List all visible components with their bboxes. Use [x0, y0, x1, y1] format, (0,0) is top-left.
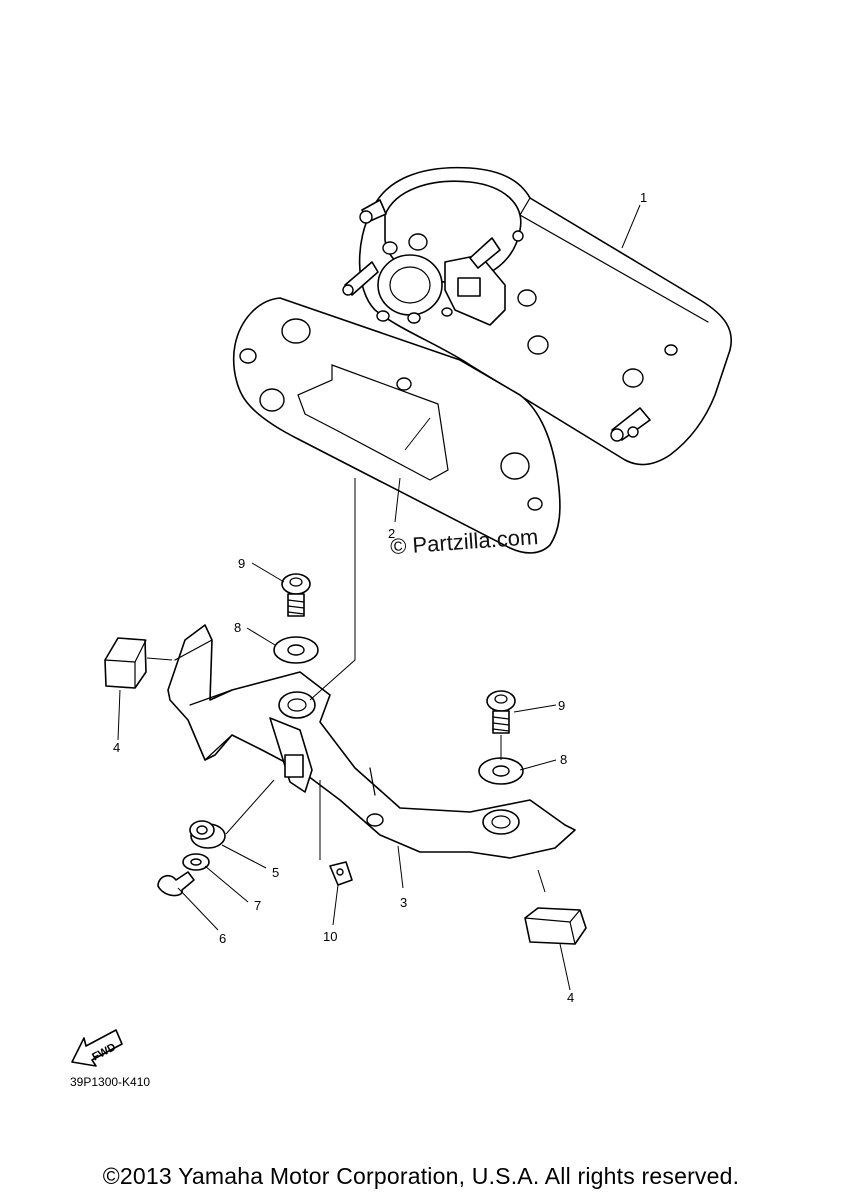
copyright-notice: ©2013 Yamaha Motor Corporation, U.S.A. A…	[102, 1163, 740, 1189]
meter-assembly	[342, 166, 732, 466]
watermark-text: © Partzilla.com	[389, 524, 539, 559]
damper-left	[104, 637, 147, 689]
callout-9-upper: 9	[238, 556, 245, 571]
callout-8-upper: 8	[234, 620, 241, 635]
fwd-arrow-icon: FWD	[71, 1029, 123, 1067]
bolt-upper	[281, 573, 311, 617]
damper-right	[524, 907, 587, 945]
grommet	[189, 820, 226, 849]
callout-9-right: 9	[558, 698, 565, 713]
meter-bracket	[167, 624, 576, 859]
callout-1: 1	[640, 190, 647, 205]
callout-2: 2	[388, 526, 395, 541]
screw	[157, 871, 195, 897]
callout-8-right: 8	[560, 752, 567, 767]
callout-10: 10	[323, 929, 337, 944]
callout-4-right: 4	[567, 990, 574, 1005]
drawing-code: 39P1300-K410	[70, 1075, 150, 1089]
washer-upper	[273, 636, 319, 664]
watermark: © Partzilla.com	[389, 524, 539, 559]
callout-numbers: 1 2 3 4 4 5 6 7 8 8 9 9 10	[113, 190, 647, 1005]
clip	[329, 861, 353, 886]
callout-3: 3	[400, 895, 407, 910]
callout-6: 6	[219, 931, 226, 946]
washer-right	[478, 757, 524, 785]
bolt-right	[486, 690, 516, 734]
assembly-lines	[225, 417, 502, 860]
callout-leaders	[117, 204, 641, 991]
callout-5: 5	[272, 865, 279, 880]
callout-4-left: 4	[113, 740, 120, 755]
meter-plate	[232, 297, 561, 554]
callout-7: 7	[254, 898, 261, 913]
washer-lower	[182, 853, 210, 871]
